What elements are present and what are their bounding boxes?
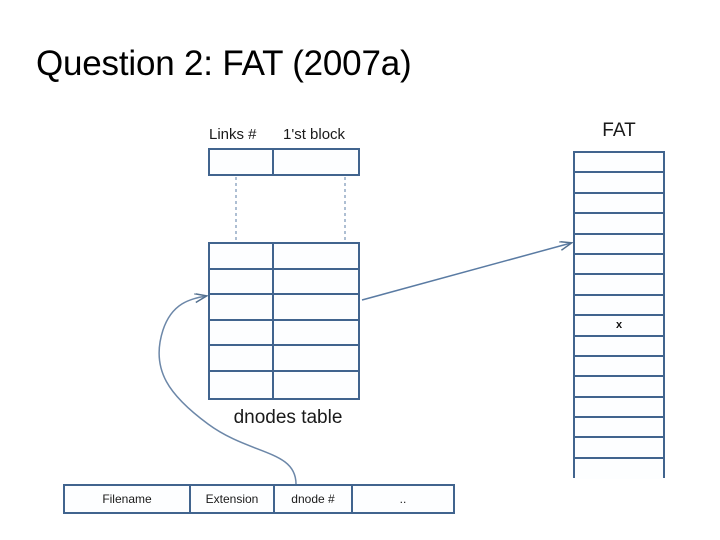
dnode-number-cell[interactable]: dnode # bbox=[275, 486, 353, 512]
fat-row[interactable] bbox=[575, 377, 663, 398]
dnodes-cell[interactable] bbox=[274, 244, 358, 268]
table-row: Filename Extension dnode # .. bbox=[65, 486, 453, 512]
fat-row[interactable] bbox=[575, 438, 663, 459]
fat-row[interactable] bbox=[575, 397, 663, 419]
dnodes-cell[interactable] bbox=[274, 321, 358, 345]
dnodes-cell[interactable] bbox=[274, 270, 358, 294]
table-row bbox=[210, 346, 358, 372]
fat-row[interactable] bbox=[575, 295, 663, 317]
fat-table: x bbox=[573, 151, 665, 480]
fat-row[interactable] bbox=[575, 153, 663, 174]
dnode-detail-row bbox=[208, 148, 360, 176]
first-block-cell[interactable] bbox=[274, 150, 358, 174]
table-row bbox=[210, 244, 358, 270]
dnodes-cell[interactable] bbox=[274, 372, 358, 398]
dnodes-cell[interactable] bbox=[210, 295, 274, 319]
fat-row[interactable] bbox=[575, 458, 663, 480]
fat-row[interactable] bbox=[575, 356, 663, 378]
table-row bbox=[210, 320, 358, 347]
first-block-column-label: 1'st block bbox=[283, 126, 346, 143]
fat-row-pointed[interactable] bbox=[575, 234, 663, 255]
dnodes-cell[interactable] bbox=[274, 346, 358, 370]
table-row bbox=[210, 150, 358, 174]
fat-row[interactable] bbox=[575, 193, 663, 215]
table-row bbox=[210, 269, 358, 296]
fat-row[interactable] bbox=[575, 418, 663, 439]
dnodes-cell[interactable] bbox=[210, 320, 274, 345]
filename-cell[interactable]: Filename bbox=[65, 486, 191, 512]
table-row bbox=[210, 295, 358, 321]
dnodes-cell[interactable] bbox=[210, 371, 274, 398]
dnodes-cell[interactable] bbox=[274, 295, 358, 319]
extension-cell[interactable]: Extension bbox=[191, 486, 275, 512]
fat-row[interactable] bbox=[575, 214, 663, 235]
fat-row[interactable] bbox=[575, 336, 663, 357]
dnodes-table-caption: dnodes table bbox=[233, 407, 343, 428]
directory-entry-row: Filename Extension dnode # .. bbox=[63, 484, 455, 514]
dnodes-cell[interactable] bbox=[210, 269, 274, 294]
fat-row[interactable] bbox=[575, 275, 663, 296]
fat-row[interactable] bbox=[575, 173, 663, 194]
fat-row-marked[interactable]: x bbox=[575, 316, 663, 337]
fat-row[interactable] bbox=[575, 254, 663, 276]
dnodes-table-to-fat-arrow bbox=[361, 243, 571, 301]
page-title: Question 2: FAT (2007a) bbox=[36, 44, 412, 83]
fat-table-caption: FAT bbox=[602, 120, 636, 141]
dnodes-table bbox=[208, 242, 360, 400]
dnodes-cell[interactable] bbox=[210, 244, 274, 268]
links-count-cell[interactable] bbox=[210, 150, 274, 174]
more-fields-cell[interactable]: .. bbox=[399, 492, 407, 506]
links-column-label: Links # bbox=[209, 126, 257, 143]
table-row bbox=[210, 371, 358, 398]
dnodes-cell[interactable] bbox=[210, 346, 274, 370]
